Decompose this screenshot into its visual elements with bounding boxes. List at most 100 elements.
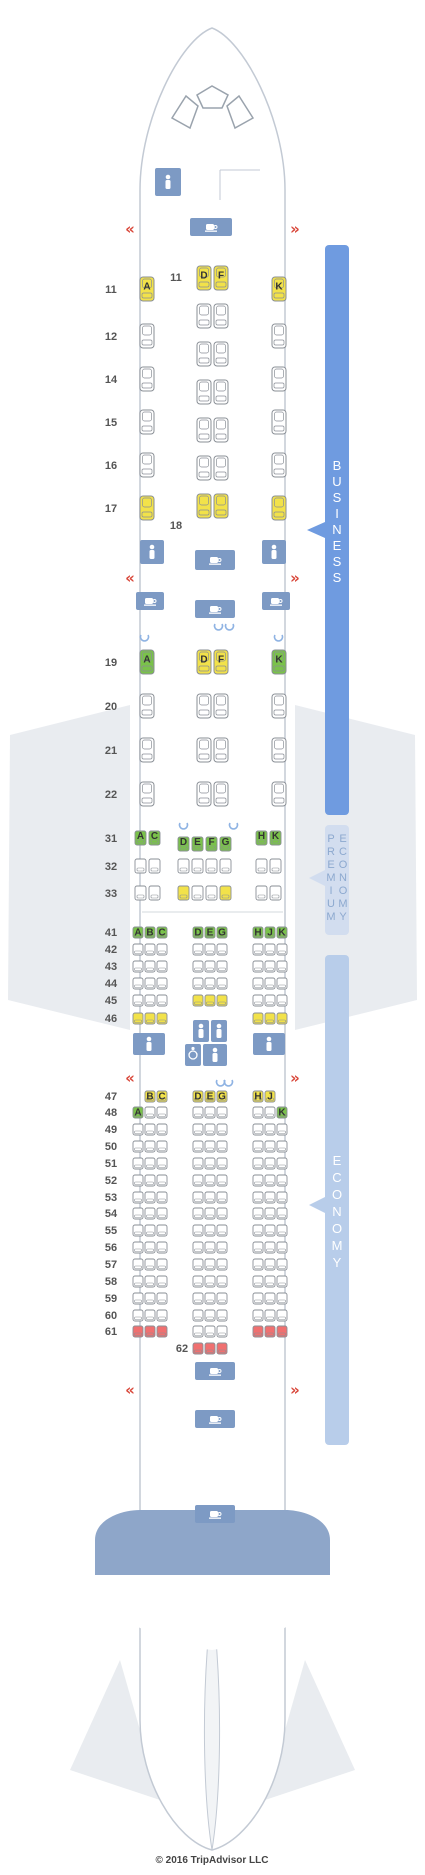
business-seat[interactable] bbox=[196, 455, 212, 481]
seat[interactable] bbox=[252, 994, 264, 1007]
seat[interactable] bbox=[156, 1258, 168, 1271]
seat[interactable] bbox=[132, 1241, 144, 1254]
business-seat[interactable] bbox=[213, 493, 229, 519]
seat[interactable] bbox=[216, 1123, 228, 1136]
seat[interactable] bbox=[144, 1191, 156, 1204]
seat[interactable] bbox=[276, 1309, 288, 1322]
seat[interactable] bbox=[276, 994, 288, 1007]
seat[interactable] bbox=[204, 994, 216, 1007]
business-seat[interactable] bbox=[213, 455, 229, 481]
business-seat[interactable] bbox=[213, 693, 229, 719]
business-seat[interactable] bbox=[139, 693, 155, 719]
seat[interactable] bbox=[216, 960, 228, 973]
seat[interactable] bbox=[216, 1174, 228, 1187]
seat[interactable] bbox=[144, 1174, 156, 1187]
seat[interactable] bbox=[204, 1106, 216, 1119]
seat[interactable] bbox=[144, 977, 156, 990]
seat[interactable] bbox=[192, 1309, 204, 1322]
seat[interactable] bbox=[252, 1123, 264, 1136]
seat[interactable] bbox=[192, 1292, 204, 1305]
seat[interactable] bbox=[192, 994, 204, 1007]
business-seat[interactable] bbox=[196, 781, 212, 807]
business-seat[interactable] bbox=[271, 737, 287, 763]
seat[interactable] bbox=[156, 1157, 168, 1170]
seat[interactable] bbox=[192, 1140, 204, 1153]
seat[interactable] bbox=[204, 1224, 216, 1237]
seat[interactable] bbox=[216, 1342, 228, 1355]
business-seat[interactable] bbox=[271, 323, 287, 349]
seat[interactable] bbox=[156, 1207, 168, 1220]
exit-arrow-icon[interactable]: » bbox=[290, 220, 300, 238]
business-seat[interactable] bbox=[213, 737, 229, 763]
business-seat[interactable] bbox=[213, 379, 229, 405]
seat[interactable] bbox=[252, 1275, 264, 1288]
seat[interactable] bbox=[216, 1106, 228, 1119]
seat[interactable] bbox=[192, 1241, 204, 1254]
seat[interactable] bbox=[216, 1207, 228, 1220]
seat[interactable] bbox=[156, 977, 168, 990]
seat[interactable] bbox=[276, 1157, 288, 1170]
seat[interactable] bbox=[204, 1157, 216, 1170]
seat[interactable] bbox=[144, 960, 156, 973]
seat[interactable] bbox=[264, 1207, 276, 1220]
seat[interactable] bbox=[252, 1207, 264, 1220]
seat[interactable] bbox=[276, 1258, 288, 1271]
seat[interactable] bbox=[216, 1292, 228, 1305]
business-seat[interactable]: A bbox=[139, 276, 155, 302]
seat[interactable]: A bbox=[132, 1106, 144, 1119]
seat[interactable] bbox=[204, 1123, 216, 1136]
seat[interactable]: H bbox=[252, 926, 264, 939]
exit-arrow-icon[interactable]: » bbox=[290, 1381, 300, 1399]
seat[interactable] bbox=[132, 977, 144, 990]
seat[interactable] bbox=[252, 943, 264, 956]
business-seat[interactable]: K bbox=[271, 649, 287, 675]
seat[interactable]: K bbox=[276, 1106, 288, 1119]
seat[interactable] bbox=[264, 943, 276, 956]
seat[interactable] bbox=[264, 1309, 276, 1322]
seat[interactable] bbox=[264, 1275, 276, 1288]
seat[interactable] bbox=[252, 1309, 264, 1322]
seat[interactable] bbox=[156, 943, 168, 956]
seat[interactable]: K bbox=[276, 926, 288, 939]
seat[interactable] bbox=[276, 1207, 288, 1220]
business-seat[interactable] bbox=[271, 366, 287, 392]
seat[interactable]: E bbox=[204, 1090, 216, 1103]
seat[interactable]: J bbox=[264, 1090, 276, 1103]
premium-seat[interactable] bbox=[255, 885, 268, 901]
seat[interactable] bbox=[132, 1292, 144, 1305]
seat[interactable] bbox=[276, 1292, 288, 1305]
business-seat[interactable]: D bbox=[196, 649, 212, 675]
seat[interactable] bbox=[144, 1325, 156, 1338]
seat[interactable] bbox=[216, 1325, 228, 1338]
seat[interactable] bbox=[132, 1275, 144, 1288]
seat[interactable] bbox=[216, 977, 228, 990]
seat[interactable] bbox=[264, 1292, 276, 1305]
seat[interactable] bbox=[216, 1309, 228, 1322]
business-seat[interactable] bbox=[271, 495, 287, 521]
seat[interactable] bbox=[192, 1258, 204, 1271]
premium-seat[interactable]: H bbox=[255, 830, 268, 846]
seat[interactable]: D bbox=[192, 926, 204, 939]
business-seat[interactable] bbox=[139, 366, 155, 392]
business-seat[interactable] bbox=[196, 737, 212, 763]
business-seat[interactable] bbox=[139, 452, 155, 478]
seat[interactable] bbox=[276, 1123, 288, 1136]
premium-seat[interactable]: K bbox=[269, 830, 282, 846]
seat[interactable] bbox=[156, 1123, 168, 1136]
seat[interactable] bbox=[132, 943, 144, 956]
seat[interactable]: C bbox=[156, 1090, 168, 1103]
premium-seat[interactable] bbox=[148, 858, 161, 874]
seat[interactable] bbox=[264, 994, 276, 1007]
seat[interactable] bbox=[144, 1309, 156, 1322]
seat[interactable] bbox=[264, 1157, 276, 1170]
business-seat[interactable]: K bbox=[271, 276, 287, 302]
seat[interactable] bbox=[144, 1292, 156, 1305]
business-seat[interactable] bbox=[213, 417, 229, 443]
seat[interactable] bbox=[192, 1106, 204, 1119]
business-seat[interactable] bbox=[139, 409, 155, 435]
seat[interactable] bbox=[132, 1012, 144, 1025]
seat[interactable] bbox=[156, 994, 168, 1007]
seat[interactable] bbox=[264, 1241, 276, 1254]
seat[interactable] bbox=[252, 1258, 264, 1271]
seat[interactable] bbox=[264, 1012, 276, 1025]
